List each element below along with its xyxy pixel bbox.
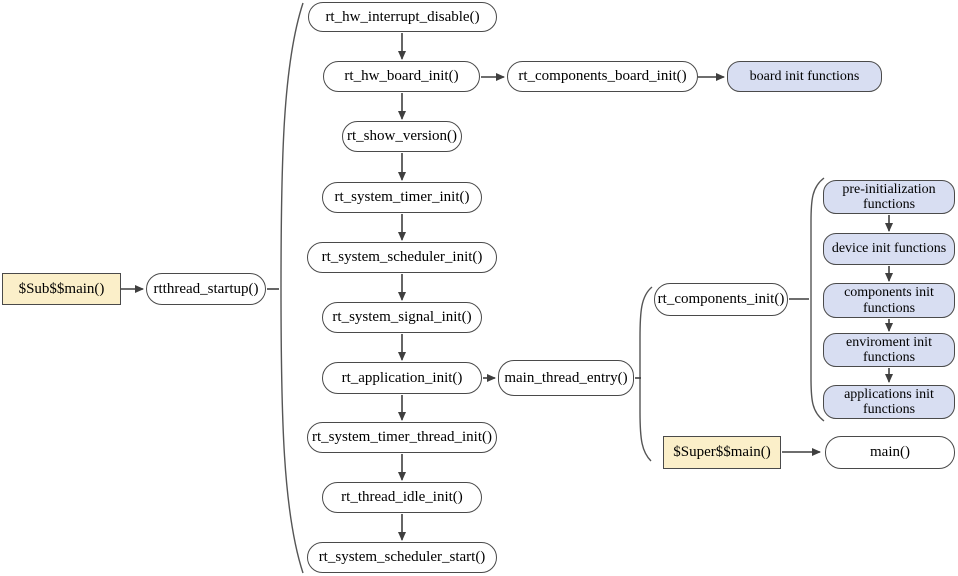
node-super-main: $Super$$main() bbox=[663, 436, 781, 469]
node-rt-system-timer-init: rt_system_timer_init() bbox=[322, 182, 482, 213]
components-brace bbox=[810, 177, 825, 422]
node-rt-hw-interrupt-disable: rt_hw_interrupt_disable() bbox=[308, 2, 497, 32]
main-thread-brace bbox=[639, 286, 653, 462]
node-rtthread-startup: rtthread_startup() bbox=[146, 273, 266, 305]
node-rt-hw-board-init: rt_hw_board_init() bbox=[323, 61, 480, 92]
node-rt-system-scheduler-init: rt_system_scheduler_init() bbox=[307, 242, 497, 273]
node-pre-initialization-functions: pre-initialization functions bbox=[823, 180, 955, 214]
node-rt-system-timer-thread-init: rt_system_timer_thread_init() bbox=[307, 422, 497, 453]
startup-brace bbox=[280, 2, 304, 574]
node-main: main() bbox=[825, 436, 955, 469]
node-device-init-functions: device init functions bbox=[823, 233, 955, 265]
node-rt-system-signal-init: rt_system_signal_init() bbox=[322, 302, 482, 333]
node-applications-init-functions: applications init functions bbox=[823, 385, 955, 419]
node-rt-system-scheduler-start: rt_system_scheduler_start() bbox=[307, 542, 497, 573]
node-enviroment-init-functions: enviroment init functions bbox=[823, 333, 955, 367]
node-components-init-functions: components init functions bbox=[823, 283, 955, 318]
node-rt-components-init: rt_components_init() bbox=[654, 283, 788, 316]
node-sub-main: $Sub$$main() bbox=[2, 273, 121, 305]
node-rt-thread-idle-init: rt_thread_idle_init() bbox=[322, 482, 482, 513]
node-rt-show-version: rt_show_version() bbox=[342, 121, 462, 152]
node-rt-components-board-init: rt_components_board_init() bbox=[507, 61, 698, 92]
node-main-thread-entry: main_thread_entry() bbox=[498, 360, 634, 396]
node-rt-application-init: rt_application_init() bbox=[322, 362, 482, 394]
node-board-init-functions: board init functions bbox=[727, 61, 882, 92]
